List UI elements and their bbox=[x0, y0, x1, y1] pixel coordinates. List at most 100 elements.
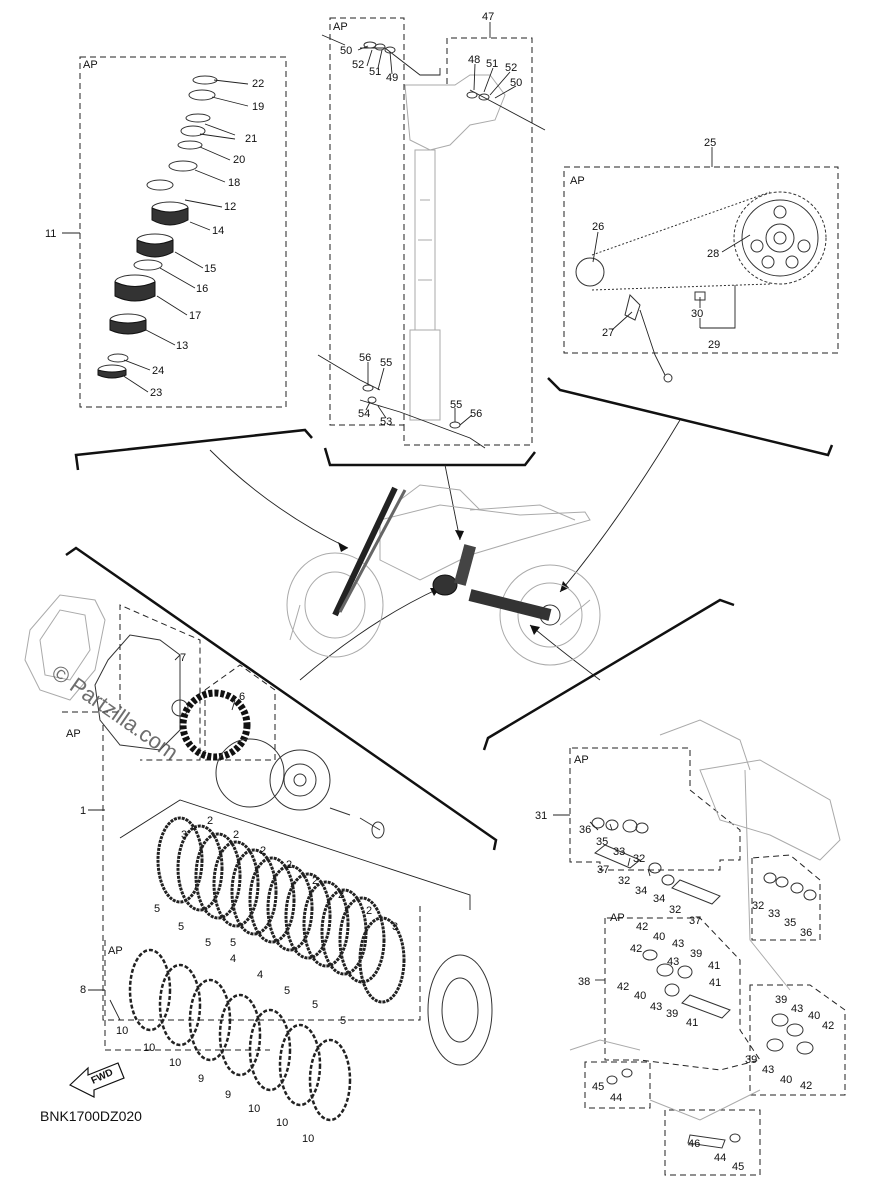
callout-4a: 4 bbox=[230, 953, 236, 965]
callout-5g: 5 bbox=[340, 1015, 346, 1027]
callout-50b: 50 bbox=[510, 77, 522, 89]
callout-51b: 51 bbox=[486, 58, 498, 70]
callout-3b: 3 bbox=[392, 921, 398, 933]
callout-45b: 45 bbox=[732, 1161, 744, 1173]
callout-12: 12 bbox=[224, 201, 236, 213]
callout-10c: 10 bbox=[169, 1057, 181, 1069]
callout-55b: 55 bbox=[450, 399, 462, 411]
rear-shock-parts bbox=[317, 34, 546, 449]
callout-56b: 56 bbox=[470, 408, 482, 420]
callout-42d: 42 bbox=[822, 1020, 834, 1032]
callout-31: 31 bbox=[535, 810, 547, 822]
ap-tags: AP AP AP AP AP AP AP bbox=[66, 21, 625, 957]
frame-bottom-left bbox=[65, 546, 498, 851]
callout-42a: 42 bbox=[636, 921, 648, 933]
callout-1: 1 bbox=[80, 805, 86, 817]
callout-37b: 37 bbox=[689, 915, 701, 927]
callout-24: 24 bbox=[152, 365, 164, 377]
callout-46: 46 bbox=[688, 1138, 700, 1150]
callout-39a: 39 bbox=[690, 948, 702, 960]
arrow-front-fork bbox=[209, 449, 349, 549]
callout-20: 20 bbox=[233, 154, 245, 166]
callout-16: 16 bbox=[196, 283, 208, 295]
callout-45a: 45 bbox=[592, 1081, 604, 1093]
drive-chain-leaders bbox=[592, 147, 751, 331]
callout-5b: 5 bbox=[178, 921, 184, 933]
callout-43c: 43 bbox=[650, 1001, 662, 1013]
box-38b bbox=[749, 984, 846, 1096]
box-front-fork bbox=[79, 56, 287, 408]
callout-33b: 33 bbox=[768, 908, 780, 920]
callout-15: 15 bbox=[204, 263, 216, 275]
callout-37a: 37 bbox=[597, 864, 609, 876]
callout-32b: 32 bbox=[618, 875, 630, 887]
callout-34a: 34 bbox=[635, 885, 647, 897]
callout-35a: 35 bbox=[596, 836, 608, 848]
callout-43b: 43 bbox=[667, 956, 679, 968]
callout-48: 48 bbox=[468, 54, 480, 66]
callout-40b: 40 bbox=[634, 990, 646, 1002]
callout-52b: 52 bbox=[505, 62, 517, 74]
callout-23: 23 bbox=[150, 387, 162, 399]
callout-10a: 10 bbox=[116, 1025, 128, 1037]
callout-44a: 44 bbox=[610, 1092, 622, 1104]
clutch-cover-parts bbox=[24, 594, 493, 1066]
box-shock-linkage bbox=[403, 37, 533, 446]
callout-2e: 2 bbox=[312, 875, 318, 887]
callout-5a: 5 bbox=[154, 903, 160, 915]
ap-tag-38: AP bbox=[610, 912, 625, 924]
drawing-code: BNK1700DZ020 bbox=[40, 1108, 142, 1124]
ap-tag-fork: AP bbox=[83, 59, 98, 71]
callout-39b: 39 bbox=[666, 1008, 678, 1020]
callout-32a: 32 bbox=[633, 853, 645, 865]
callout-27: 27 bbox=[602, 327, 614, 339]
callout-2c: 2 bbox=[260, 845, 266, 857]
box-38 bbox=[604, 917, 761, 1071]
box-31b bbox=[751, 854, 821, 941]
callout-41a: 41 bbox=[708, 960, 720, 972]
callout-38: 38 bbox=[578, 976, 590, 988]
callout-4b: 4 bbox=[257, 969, 263, 981]
callout-43d: 43 bbox=[791, 1003, 803, 1015]
callout-41b: 41 bbox=[686, 1017, 698, 1029]
callout-56a: 56 bbox=[359, 352, 371, 364]
callout-19: 19 bbox=[252, 101, 264, 113]
callout-34b: 34 bbox=[653, 893, 665, 905]
callout-43e: 43 bbox=[762, 1064, 774, 1076]
callout-32d: 32 bbox=[752, 900, 764, 912]
callout-32c: 32 bbox=[669, 904, 681, 916]
callout-50a: 50 bbox=[340, 45, 352, 57]
callout-10b: 10 bbox=[143, 1042, 155, 1054]
callout-9b: 9 bbox=[225, 1089, 231, 1101]
callout-42e: 42 bbox=[800, 1080, 812, 1092]
callout-8: 8 bbox=[80, 984, 86, 996]
callout-51a: 51 bbox=[369, 66, 381, 78]
ap-tag-shock: AP bbox=[333, 21, 348, 33]
callout-2f: 2 bbox=[338, 889, 344, 901]
callout-44b: 44 bbox=[714, 1152, 726, 1164]
fwd-arrow-icon bbox=[68, 1062, 125, 1098]
ap-tag-31: AP bbox=[574, 754, 589, 766]
callout-10e: 10 bbox=[276, 1117, 288, 1129]
kickstarter-leaders bbox=[553, 814, 651, 981]
callout-2a: 2 bbox=[207, 815, 213, 827]
arrowhead-kickstarter bbox=[530, 625, 540, 635]
callout-5f: 5 bbox=[312, 999, 318, 1011]
friction-plates-stack bbox=[128, 948, 352, 1122]
ap-tag-plates: AP bbox=[108, 945, 123, 957]
callout-6: 6 bbox=[239, 691, 245, 703]
frame-top-center bbox=[323, 447, 536, 467]
arrow-chain bbox=[559, 419, 681, 593]
callout-3a: 3 bbox=[181, 829, 187, 841]
callout-26: 26 bbox=[592, 221, 604, 233]
callout-29: 29 bbox=[708, 339, 720, 351]
callout-33a: 33 bbox=[613, 846, 625, 858]
callout-49: 49 bbox=[386, 72, 398, 84]
callout-42b: 42 bbox=[630, 943, 642, 955]
arrow-clutch bbox=[299, 587, 441, 681]
arrow-kickstarter bbox=[529, 624, 601, 681]
callout-47: 47 bbox=[482, 11, 494, 23]
clutch-leaders bbox=[88, 654, 471, 1021]
